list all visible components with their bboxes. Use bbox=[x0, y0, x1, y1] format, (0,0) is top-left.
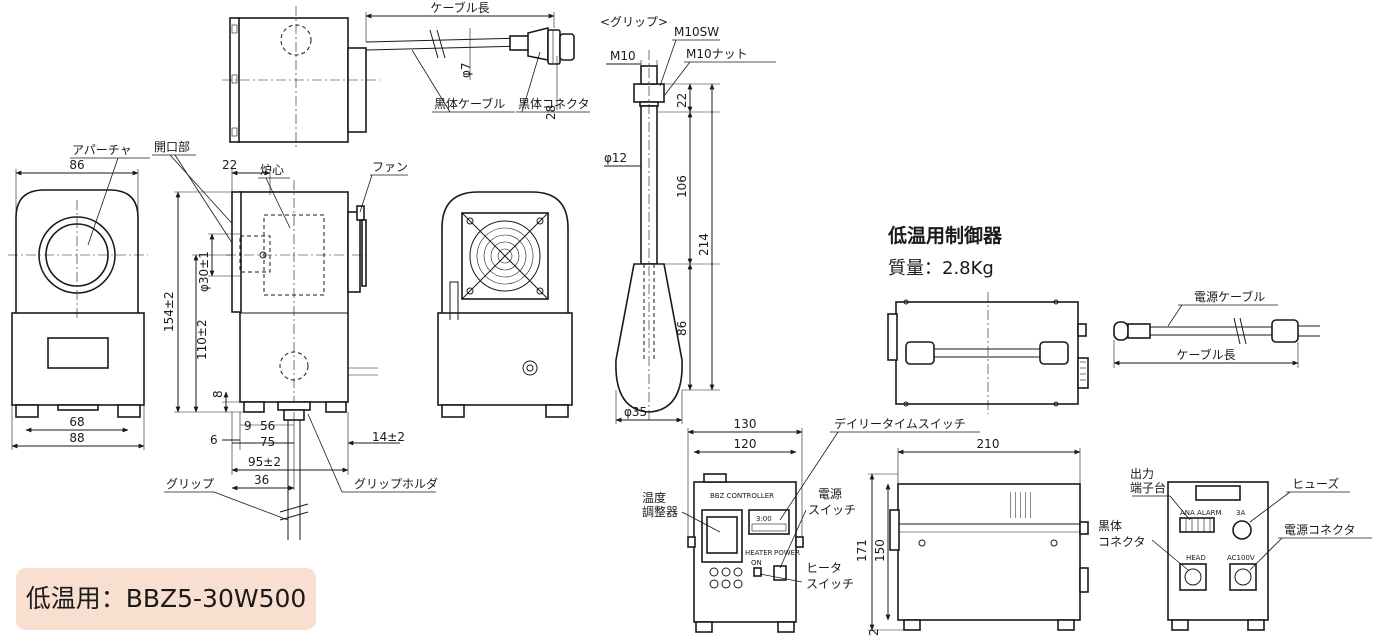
dim-6: 6 bbox=[210, 433, 218, 447]
controller-title: 低温用制御器 bbox=[887, 224, 1003, 247]
model-badge: 低温用：BBZ5-30W500 bbox=[16, 568, 316, 630]
dim-phi30: φ30±1 bbox=[197, 251, 211, 292]
blackbody-cable-label: 黒体ケーブル bbox=[434, 96, 505, 111]
controller-rear-view: ANA ALARM 3A HEAD AC100V 出力 端子台 ヒューズ 黒体 … bbox=[1098, 467, 1372, 631]
grip-heading: <グリップ> bbox=[600, 15, 668, 29]
dim-phi7: φ7 bbox=[459, 62, 473, 78]
grip-dim-86: 86 bbox=[675, 321, 689, 336]
dim-86: 86 bbox=[69, 158, 84, 172]
bb-connector-label-1: 黒体 bbox=[1098, 519, 1122, 533]
panel-heater: HEATER bbox=[745, 549, 773, 557]
panel-timer-display: 3:00 bbox=[756, 515, 772, 523]
dim-120: 120 bbox=[734, 437, 757, 451]
dim-110: 110±2 bbox=[195, 319, 209, 360]
panel-head: HEAD bbox=[1186, 554, 1206, 562]
dim-68: 68 bbox=[69, 415, 84, 429]
grip-dim-22: 22 bbox=[675, 93, 689, 108]
controller-front-view: BBZ CONTROLLER 3:00 HEATER POWER ON 130 … bbox=[642, 416, 980, 633]
panel-model: BBZ CONTROLLER bbox=[710, 492, 774, 500]
dim-8: 8 bbox=[211, 390, 225, 398]
dim-22: 22 bbox=[222, 158, 237, 172]
power-switch-label-1: 電源 bbox=[818, 487, 842, 501]
front-view: 86 68 88 アパーチャ 開口部 bbox=[8, 139, 239, 450]
dim-171: 171 bbox=[855, 539, 869, 562]
dim-36: 36 bbox=[254, 473, 269, 487]
grip-view: <グリップ> M10 M10SW M10ナット 22 φ12 106 bbox=[600, 15, 776, 424]
dim-14: 14±2 bbox=[372, 430, 405, 444]
dim-95: 95±2 bbox=[248, 455, 281, 469]
m10nut-label: M10ナット bbox=[686, 47, 748, 61]
dim-88: 88 bbox=[69, 431, 84, 445]
output-terminal-label-1: 出力 bbox=[1130, 467, 1154, 481]
dim-150: 150 bbox=[873, 539, 887, 562]
temp-controller-label-2: 調整器 bbox=[642, 504, 678, 519]
controller-mass: 質量：2.8Kg bbox=[888, 258, 994, 279]
grip-dim-106: 106 bbox=[675, 175, 689, 198]
fuse-label: ヒューズ bbox=[1292, 476, 1339, 491]
cable-length2-label: ケーブル長 bbox=[1176, 347, 1235, 362]
model-badge-text: 低温用：BBZ5-30W500 bbox=[25, 584, 307, 613]
cable-length-label: ケーブル長 bbox=[430, 0, 489, 15]
dim-2: 2 bbox=[867, 628, 881, 636]
controller-side-view: 210 171 150 2 bbox=[855, 437, 1089, 636]
daily-timer-label: デイリータイムスイッチ bbox=[834, 416, 966, 431]
output-terminal-label-2: 端子台 bbox=[1130, 480, 1166, 495]
dim-9: 9 bbox=[244, 419, 252, 433]
rear-view bbox=[437, 191, 573, 418]
bb-connector-label-2: コネクタ bbox=[1098, 535, 1146, 549]
grip-dim-214: 214 bbox=[697, 233, 711, 256]
power-cable-label: 電源ケーブル bbox=[1194, 289, 1265, 304]
dim-130: 130 bbox=[734, 417, 757, 431]
dim-75: 75 bbox=[260, 435, 275, 449]
m10sw-label: M10SW bbox=[674, 25, 719, 39]
heater-switch-label-1: ヒータ bbox=[806, 561, 842, 575]
dim-154: 154±2 bbox=[162, 291, 176, 332]
power-switch-label-2: スイッチ bbox=[808, 503, 856, 517]
aperture-label: アパーチャ bbox=[72, 143, 132, 157]
panel-on: ON bbox=[751, 559, 762, 567]
grip-holder-label: グリップホルダ bbox=[354, 476, 438, 491]
panel-fuse-rating: 3A bbox=[1236, 509, 1245, 517]
grip-dim-phi35: φ35 bbox=[624, 405, 647, 419]
opening-label: 開口部 bbox=[154, 139, 190, 154]
panel-ac100v: AC100V bbox=[1227, 554, 1255, 562]
fan-label: ファン bbox=[372, 160, 408, 174]
m10-label: M10 bbox=[610, 49, 636, 63]
side-view: 22 154±2 110±2 φ30±1 8 6 9 56 75 bbox=[162, 158, 438, 540]
dim-210: 210 bbox=[977, 437, 1000, 451]
power-connector-label: 電源コネクタ bbox=[1284, 523, 1356, 537]
controller-top-view: 電源ケーブル ケーブル長 bbox=[887, 289, 1320, 414]
panel-ana-alarm: ANA ALARM bbox=[1180, 509, 1222, 517]
blackbody-connector-label: 黒体コネクタ bbox=[518, 97, 590, 111]
dim-56: 56 bbox=[260, 419, 275, 433]
temp-controller-label-1: 温度 bbox=[642, 490, 666, 505]
grip-dim-phi12: φ12 bbox=[604, 151, 627, 165]
grip-label: グリップ bbox=[166, 477, 214, 491]
heater-switch-label-2: スイッチ bbox=[806, 577, 854, 591]
top-view: ケーブル長 φ7 28 黒体ケーブル 黒体コネクタ bbox=[222, 0, 590, 150]
core-label: 炉心 bbox=[260, 163, 284, 177]
